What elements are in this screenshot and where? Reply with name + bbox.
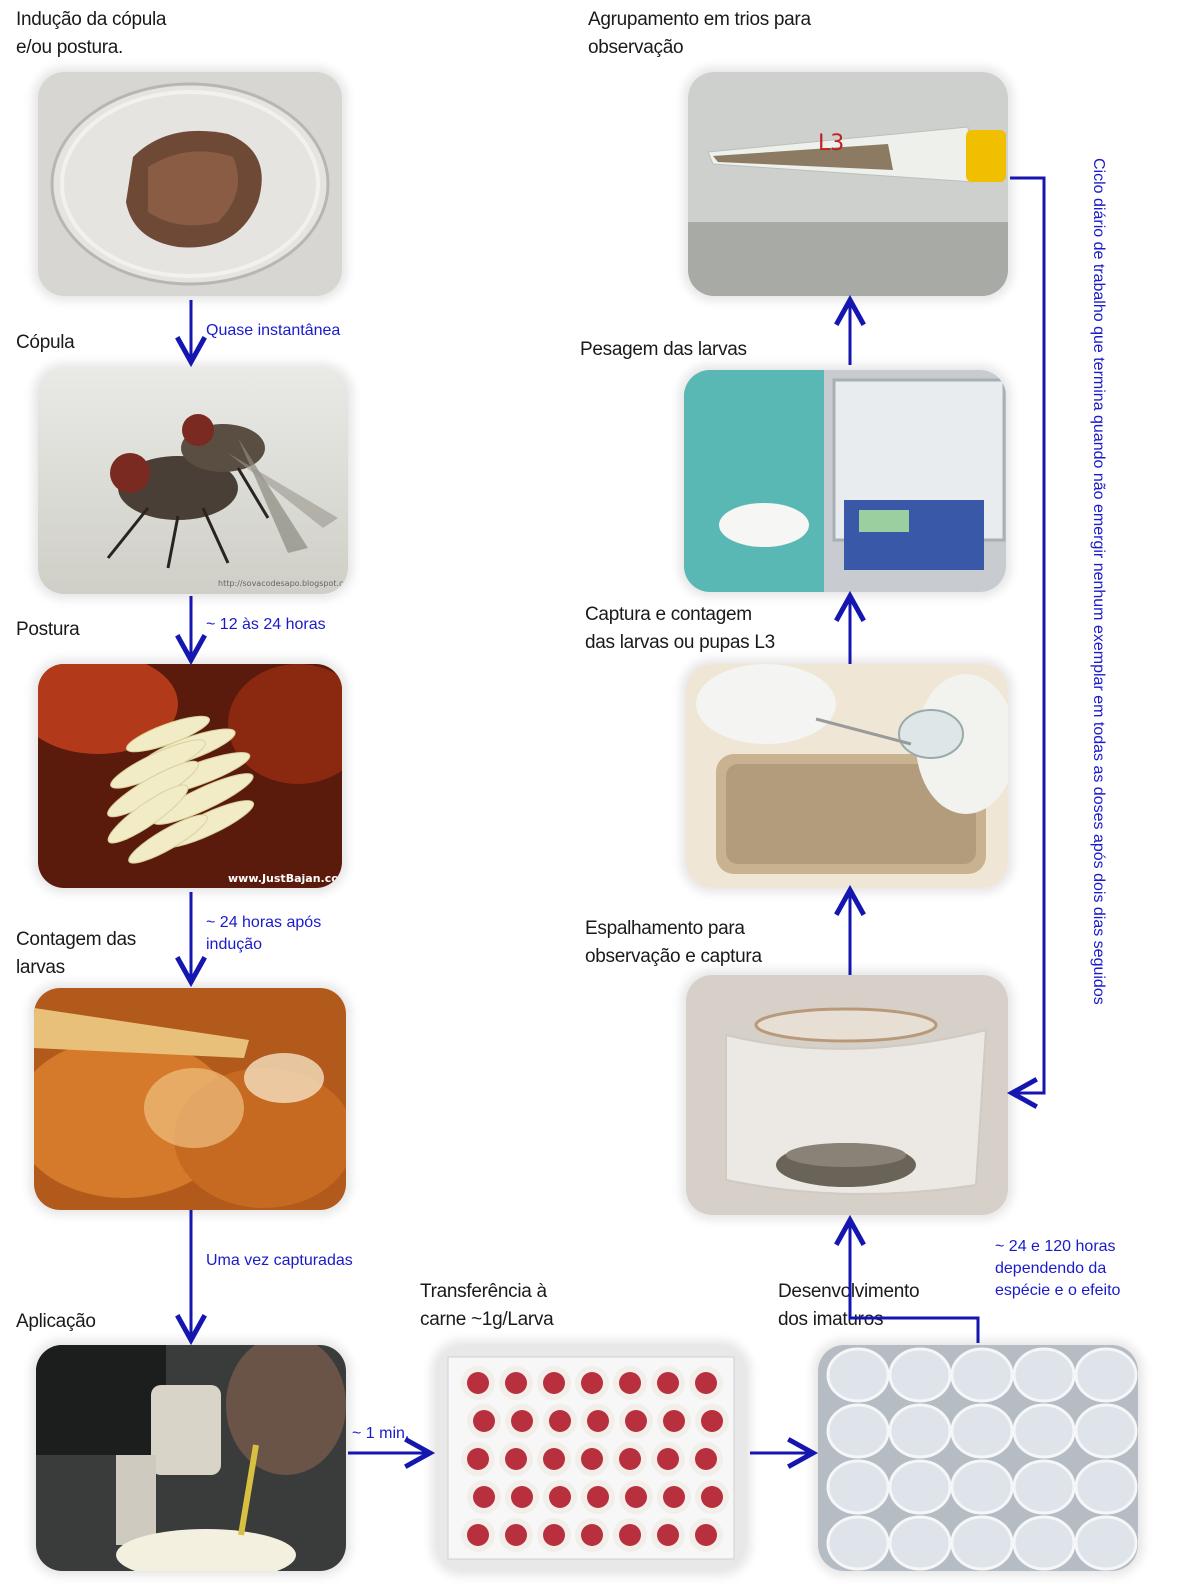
arrow-cycle-loop: [1010, 178, 1044, 1093]
arrow-desenvolvimento-to-espalhamento: [850, 1220, 978, 1343]
